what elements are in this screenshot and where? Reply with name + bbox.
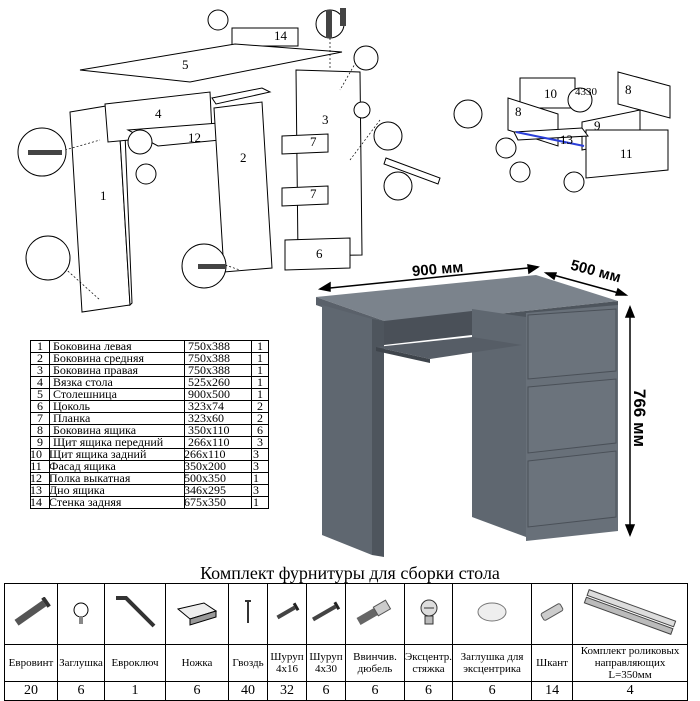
- hardware-qty: 1: [104, 681, 166, 701]
- diagram-label: 11: [620, 146, 633, 161]
- diagram-label: 13: [560, 132, 573, 147]
- diagram-label: 7: [310, 134, 317, 149]
- drawer-assembly-diagram: [453, 71, 671, 193]
- hardware-icon-cell: [572, 583, 689, 645]
- hardware-qty: 6: [165, 681, 229, 701]
- parts-name-cell: Полка выкатная: [45, 472, 181, 485]
- hardware-icon-cell: [165, 583, 229, 645]
- hardware-icon-cell: [57, 583, 105, 645]
- hardware-name: Шуруп 4x16: [267, 644, 307, 682]
- exploded-assembly-diagram: [17, 8, 441, 313]
- hardware-name: Шкант: [531, 644, 574, 682]
- diagram-label: 10: [544, 86, 557, 101]
- hardware-name: Евроключ: [104, 644, 166, 682]
- hardware-qty: 40: [228, 681, 268, 701]
- hardware-title: Комплект фурнитуры для сборки стола: [200, 563, 500, 583]
- euroscrew-icon: [9, 595, 53, 631]
- hardware-name: Заглушка: [57, 644, 105, 682]
- hardware-icon-cell: [452, 583, 533, 645]
- hardware-icon-cell: [267, 583, 307, 645]
- cam-cap-icon: [472, 602, 512, 631]
- hardware-icon-cell: [228, 583, 268, 645]
- diagram-label: 9: [594, 118, 601, 133]
- cap-icon: [66, 602, 96, 631]
- hardware-qty: 6: [306, 681, 346, 701]
- parts-size-cell: 525x260: [184, 376, 252, 389]
- hardware-qty: 4: [572, 681, 689, 701]
- parts-qty-cell: 1: [247, 496, 265, 509]
- hardware-name: Эксцентр. стяжка: [403, 644, 454, 682]
- hardware-icon-cell: [403, 583, 454, 645]
- hardware-qty: 6: [57, 681, 105, 701]
- diagram-label: 7: [310, 186, 317, 201]
- screw-large-icon: [309, 601, 343, 628]
- parts-size-cell: 750x388: [184, 340, 252, 353]
- diagram-label: 8: [625, 82, 632, 97]
- hardware-name: Заглушка для эксцентрика: [452, 644, 533, 682]
- height-dimension: 766 мм: [630, 388, 650, 448]
- parts-qty-cell: 3: [251, 436, 269, 449]
- diagram-label: 14: [274, 28, 287, 43]
- parts-name-cell: Фасад ящика: [45, 460, 181, 473]
- hardware-name: Шуруп 4x30: [306, 644, 346, 682]
- roller-rail-icon: [578, 588, 682, 641]
- hardware-name: Ножка: [165, 644, 229, 682]
- hardware-name: Комплект роликовых направляющих L=350мм: [572, 644, 689, 682]
- hardware-qty: 20: [4, 681, 58, 701]
- dowel-icon: [350, 598, 400, 631]
- parts-size-cell: 750x388: [184, 352, 252, 365]
- diagram-label: 12: [188, 130, 201, 145]
- diagram-label: 6: [316, 246, 323, 261]
- diagram-label: 8: [515, 104, 522, 119]
- hardware-qty: 32: [267, 681, 307, 701]
- parts-name-cell: Боковина правая: [49, 364, 185, 377]
- diagram-label: 5: [182, 57, 189, 72]
- hardware-icon-cell: [4, 583, 58, 645]
- hardware-icon-cell: [306, 583, 346, 645]
- hardware-name: Ввинчив. дюбель: [345, 644, 405, 682]
- hardware-name: Гвоздь: [228, 644, 268, 682]
- leg-icon: [174, 601, 220, 631]
- hardware-name: Евровинт: [4, 644, 58, 682]
- nail-icon: [242, 599, 254, 631]
- parts-size-cell: 675x350: [180, 496, 248, 509]
- diagram-label: 4: [155, 106, 162, 121]
- desk-illustration: [316, 264, 636, 557]
- hardware-icon-cell: [531, 583, 574, 645]
- wood-dowel-icon: [537, 602, 567, 628]
- hardware-qty: 6: [345, 681, 405, 701]
- hardware-qty: 6: [452, 681, 533, 701]
- hardware-qty: 14: [531, 681, 574, 701]
- hardware-icon-cell: [104, 583, 166, 645]
- screw-small-icon: [272, 602, 302, 628]
- parts-name-cell: Стенка задняя: [45, 496, 181, 509]
- hardware-qty: 6: [403, 681, 454, 701]
- diagram-label: 2: [240, 150, 247, 165]
- hex-key-icon: [110, 595, 160, 636]
- diagram-label: 3: [322, 112, 329, 127]
- cam-lock-icon: [414, 599, 444, 632]
- parts-name-cell: Боковина ящика: [49, 424, 185, 437]
- hardware-icon-cell: [345, 583, 405, 645]
- diagram-label: 1: [100, 188, 107, 203]
- parts-n-cell: 14: [26, 496, 46, 509]
- diagram-label: 4330: [575, 86, 597, 98]
